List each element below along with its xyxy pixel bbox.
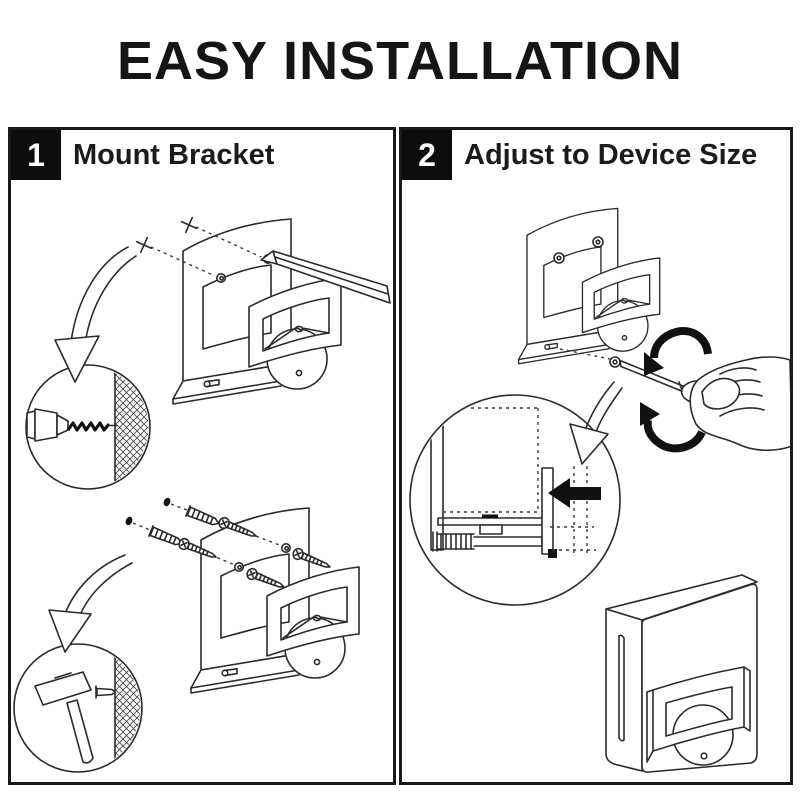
adjustment-screw-icon — [609, 356, 621, 368]
adjust-device-illustration — [409, 207, 790, 773]
wall-anchor-icon — [185, 505, 222, 530]
step-2-badge: 2 — [402, 130, 452, 180]
step-panel-2: 2 Adjust to Device Size — [399, 127, 793, 785]
guide-dashed-lines — [132, 503, 283, 566]
step-1-number: 1 — [27, 136, 45, 173]
step-2-number: 2 — [418, 136, 436, 173]
hammer-detail-circle — [13, 643, 143, 773]
device-icon — [605, 574, 758, 773]
step-2-header: 2 Adjust to Device Size — [402, 130, 757, 180]
hammer-icon — [34, 671, 94, 764]
slider-arm-bar — [541, 467, 554, 555]
guide-arrow-icon — [569, 381, 623, 465]
guide-arrow-icon — [54, 246, 137, 383]
wall-hatch-icon — [114, 366, 149, 488]
guide-arrow-icon — [48, 554, 133, 653]
step-1-header: 1 Mount Bracket — [11, 130, 274, 180]
marked-hole-dot — [125, 516, 133, 526]
mount-bracket-illustration — [13, 216, 391, 773]
step-1-figure — [11, 130, 393, 782]
crosshair-mark-icon — [135, 216, 198, 254]
guide-dashed-lines — [550, 466, 596, 554]
step-1-label: Mount Bracket — [73, 138, 275, 171]
step-2-label: Adjust to Device Size — [464, 138, 758, 171]
marked-hole-dot — [163, 497, 171, 507]
device-cross-section-circle — [409, 394, 621, 606]
drill-icon — [26, 408, 118, 442]
guide-dashed-lines — [150, 226, 262, 277]
rotate-arrow-icon — [640, 327, 712, 453]
screw-head-icon — [553, 236, 604, 264]
mounted-bracket-illustration — [517, 207, 790, 453]
step-panel-1: 1 Mount Bracket — [8, 127, 396, 785]
pencil-icon — [260, 250, 391, 304]
step-2-figure — [402, 130, 790, 782]
mark-holes-illustration — [135, 216, 391, 405]
insert-anchors-illustration — [125, 497, 360, 694]
page-title: EASY INSTALLATION — [116, 31, 684, 91]
step-1-badge: 1 — [11, 130, 61, 180]
press-arrow-icon — [548, 478, 601, 508]
drill-detail-circle — [25, 364, 151, 490]
hand-icon — [689, 356, 790, 452]
bracket-arm-front — [646, 666, 751, 766]
wall-anchor-icon — [95, 685, 116, 699]
